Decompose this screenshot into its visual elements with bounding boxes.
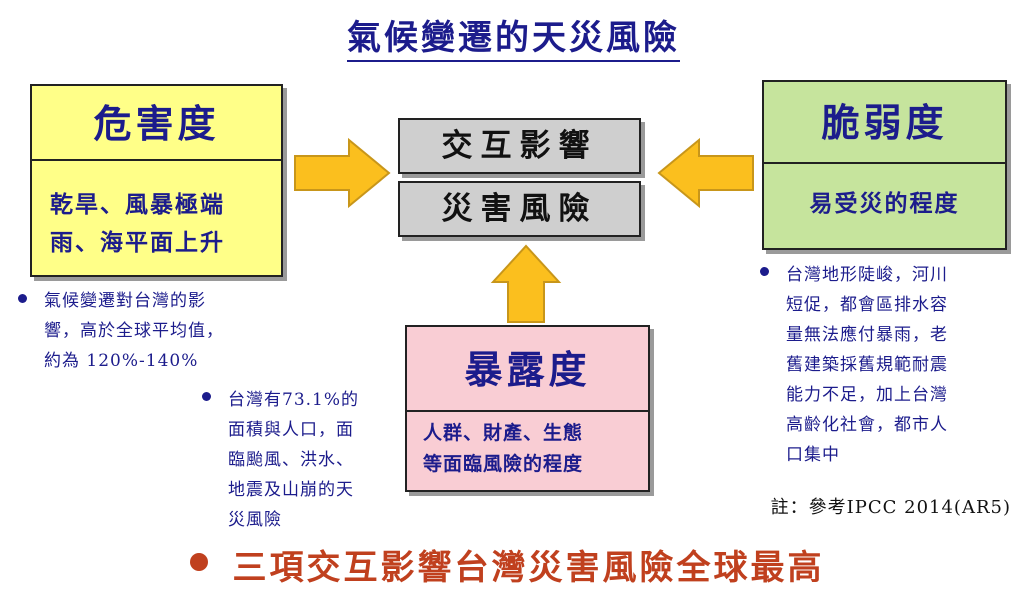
- note-line: 面積與人口，面: [228, 420, 354, 440]
- note-line: 災風險: [228, 510, 282, 530]
- conclusion-text: 三項交互影響台灣災害風險全球最高: [0, 540, 1027, 589]
- note-line: 約為 120%-140%: [44, 351, 199, 371]
- note-line: 口集中: [786, 445, 840, 465]
- reference-note: 註：參考IPCC 2014(AR5): [770, 497, 1011, 518]
- conclusion-label: 三項交互影響台灣災害風險全球最高: [232, 548, 825, 588]
- diagram-title: 氣候變遷的天災風險: [0, 10, 1027, 62]
- bullet-icon: [202, 392, 211, 401]
- hazard-heading: 危害度: [32, 86, 281, 161]
- hazard-line-1: 乾旱、風暴極端: [50, 191, 225, 218]
- note-line: 能力不足，加上台灣: [786, 385, 948, 405]
- up-arrow-icon: [490, 244, 562, 323]
- note-line: 台灣地形陡峻，河川: [786, 265, 948, 285]
- bullet-icon: [760, 267, 769, 276]
- vulnerability-description: 易受災的程度: [809, 190, 960, 217]
- exposure-description: 人群、財產、生態 等面臨風險的程度: [407, 412, 648, 480]
- note-line: 高齡化社會，都市人: [786, 415, 948, 435]
- hazard-box: 危害度 乾旱、風暴極端 雨、海平面上升: [30, 84, 283, 277]
- note-line: 台灣有73.1%的: [228, 390, 360, 410]
- interaction-box: 交互影響: [398, 118, 641, 174]
- vulnerability-heading: 脆弱度: [764, 82, 1005, 164]
- vulnerability-box: 脆弱度 易受災的程度: [762, 80, 1007, 250]
- diagram-title-text: 氣候變遷的天災風險: [347, 18, 680, 62]
- note-line: 短促，都會區排水容: [786, 295, 948, 315]
- right-arrow-icon: [294, 137, 391, 209]
- exposure-box: 暴露度 人群、財產、生態 等面臨風險的程度: [405, 325, 650, 492]
- note-vulnerability-factors: 台灣地形陡峻，河川 短促，都會區排水容 量無法應付暴雨，老 舊建築採舊規範耐震 …: [786, 260, 1011, 470]
- exposure-line-2: 等面臨風險的程度: [423, 453, 584, 475]
- disaster-risk-box: 災害風險: [398, 181, 641, 237]
- note-exposure-area: 台灣有73.1%的 面積與人口，面 臨颱風、洪水、 地震及山崩的天 災風險: [228, 385, 398, 535]
- note-taiwan-impact: 氣候變遷對台灣的影 響，高於全球平均值， 約為 120%-140%: [44, 286, 284, 376]
- note-line: 量無法應付暴雨，老: [786, 325, 948, 345]
- hazard-line-2: 雨、海平面上升: [50, 229, 225, 256]
- bullet-icon: [18, 294, 27, 303]
- note-line: 臨颱風、洪水、: [228, 450, 354, 470]
- note-line: 舊建築採舊規範耐震: [786, 355, 948, 375]
- note-line: 氣候變遷對台灣的影: [44, 291, 206, 311]
- exposure-line-1: 人群、財產、生態: [423, 422, 584, 444]
- exposure-heading: 暴露度: [407, 327, 648, 412]
- note-line: 響，高於全球平均值，: [44, 321, 224, 341]
- hazard-description: 乾旱、風暴極端 雨、海平面上升: [32, 161, 281, 262]
- note-line: 地震及山崩的天: [228, 480, 354, 500]
- conclusion-bullet-icon: [190, 553, 208, 571]
- left-arrow-icon: [657, 137, 754, 209]
